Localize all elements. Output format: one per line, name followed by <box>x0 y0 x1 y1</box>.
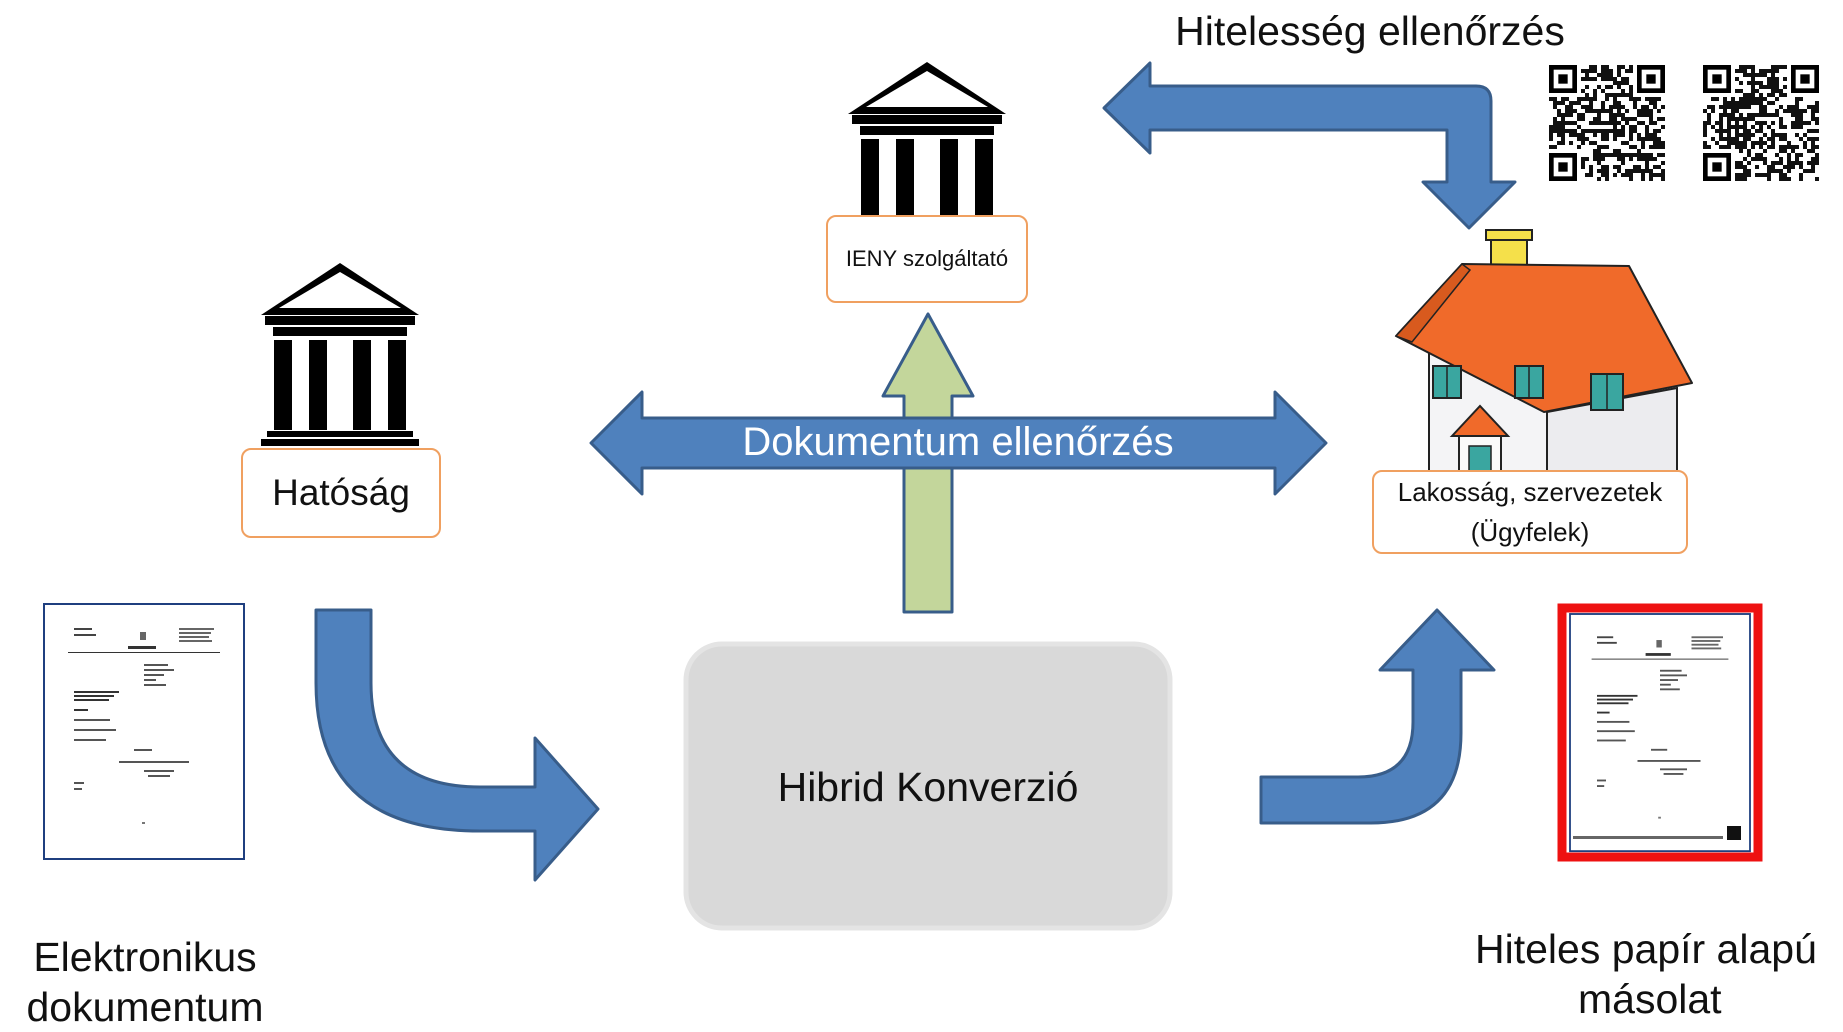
arrow-authority-to-conversion <box>314 608 600 882</box>
hybrid-conversion-label: Hibrid Konverzió <box>777 764 1079 810</box>
arrow-document-check <box>589 390 1328 496</box>
document-check-label: Dokumentum ellenőrzés <box>742 420 1174 464</box>
authority-box: Hatóság <box>241 448 441 538</box>
qr-code-icon <box>1703 65 1819 181</box>
ieny-provider-label: IENY szolgáltató <box>845 246 1009 271</box>
arrow-conversion-to-clients <box>1259 608 1496 825</box>
clients-box: Lakosság, szervezetek (Ügyfelek) <box>1372 470 1688 554</box>
paper-copy-caption: Hiteles papír alapú másolat <box>1460 924 1843 1024</box>
paper-caption-line2: másolat <box>1578 976 1722 1023</box>
authenticity-check-title: Hitelesség ellenőrzés <box>1175 8 1565 54</box>
house-icon <box>1394 229 1693 509</box>
hybrid-conversion-box <box>683 641 1173 931</box>
ieny-provider-box: IENY szolgáltató <box>826 215 1028 303</box>
arrow-authenticity-check <box>1102 61 1517 230</box>
electronic-caption-line1: Elektronikus <box>33 934 257 980</box>
clients-label-line2: (Ügyfelek) <box>1470 517 1590 547</box>
paper-copy-document <box>1557 603 1763 862</box>
classical-building-icon <box>261 263 419 446</box>
electronic-document-caption: Elektronikus dokumentum <box>0 932 290 1032</box>
electronic-caption-line2: dokumentum <box>26 984 264 1031</box>
document-page-icon <box>43 603 245 860</box>
authority-label: Hatóság <box>272 472 410 513</box>
qr-code-icon <box>1549 65 1665 181</box>
clients-label-line1: Lakosság, szervezetek <box>1397 476 1663 507</box>
paper-caption-line1: Hiteles papír alapú <box>1475 926 1817 972</box>
